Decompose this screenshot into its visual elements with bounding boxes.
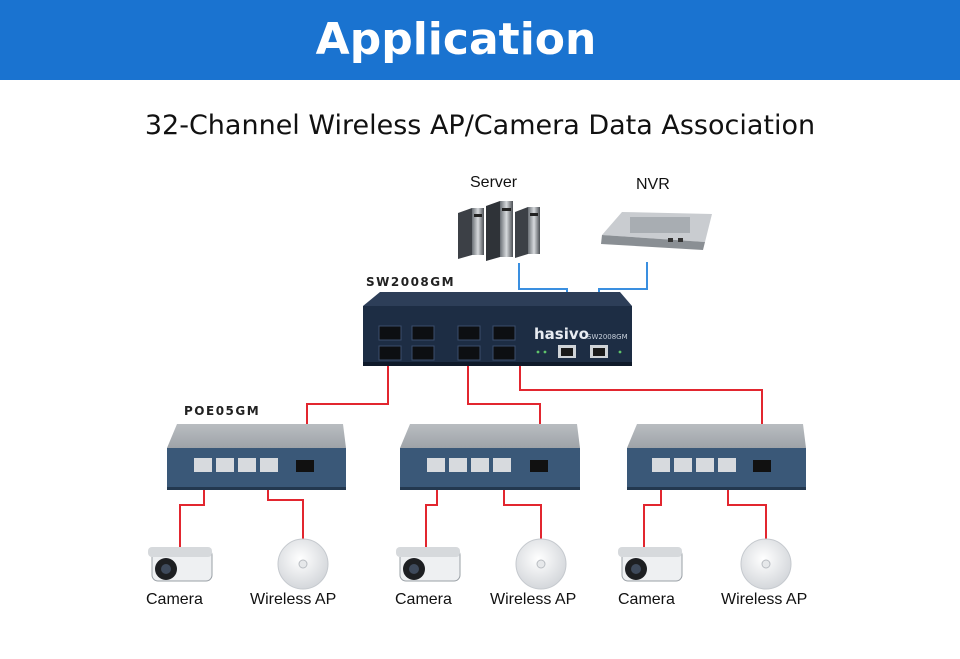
nvr-label: NVR <box>636 176 670 193</box>
core-switch-label: SW2008GM <box>366 275 456 289</box>
wireless-ap-icon-3 <box>740 538 792 590</box>
core-switch: hasivo SW2008GM <box>363 292 632 366</box>
poe-switch-2 <box>400 424 580 490</box>
poe-switch-1 <box>167 424 346 490</box>
switch-front-model: SW2008GM <box>587 333 628 341</box>
camera-icon-2 <box>396 547 461 582</box>
camera-icon-1 <box>148 547 213 582</box>
camera-label-1: Camera <box>146 591 203 608</box>
ap-label-3: Wireless AP <box>721 591 808 608</box>
poe-switch-3 <box>627 424 806 490</box>
ap-label-2: Wireless AP <box>490 591 577 608</box>
diagram-title: 32-Channel Wireless AP/Camera Data Assoc… <box>144 110 816 141</box>
brand-logo: hasivo <box>534 325 589 343</box>
server-icon <box>458 201 540 261</box>
nvr-icon <box>601 212 712 250</box>
wireless-ap-icon-1 <box>277 538 329 590</box>
poe-switch-label: POE05GM <box>184 404 261 418</box>
camera-label-2: Camera <box>395 591 452 608</box>
ap-label-1: Wireless AP <box>250 591 337 608</box>
camera-icon-3 <box>618 547 683 582</box>
server-label: Server <box>470 174 518 191</box>
wireless-ap-icon-2 <box>515 538 567 590</box>
page-title: Application <box>315 14 597 65</box>
header-banner: Application <box>0 0 960 80</box>
camera-label-3: Camera <box>618 591 675 608</box>
